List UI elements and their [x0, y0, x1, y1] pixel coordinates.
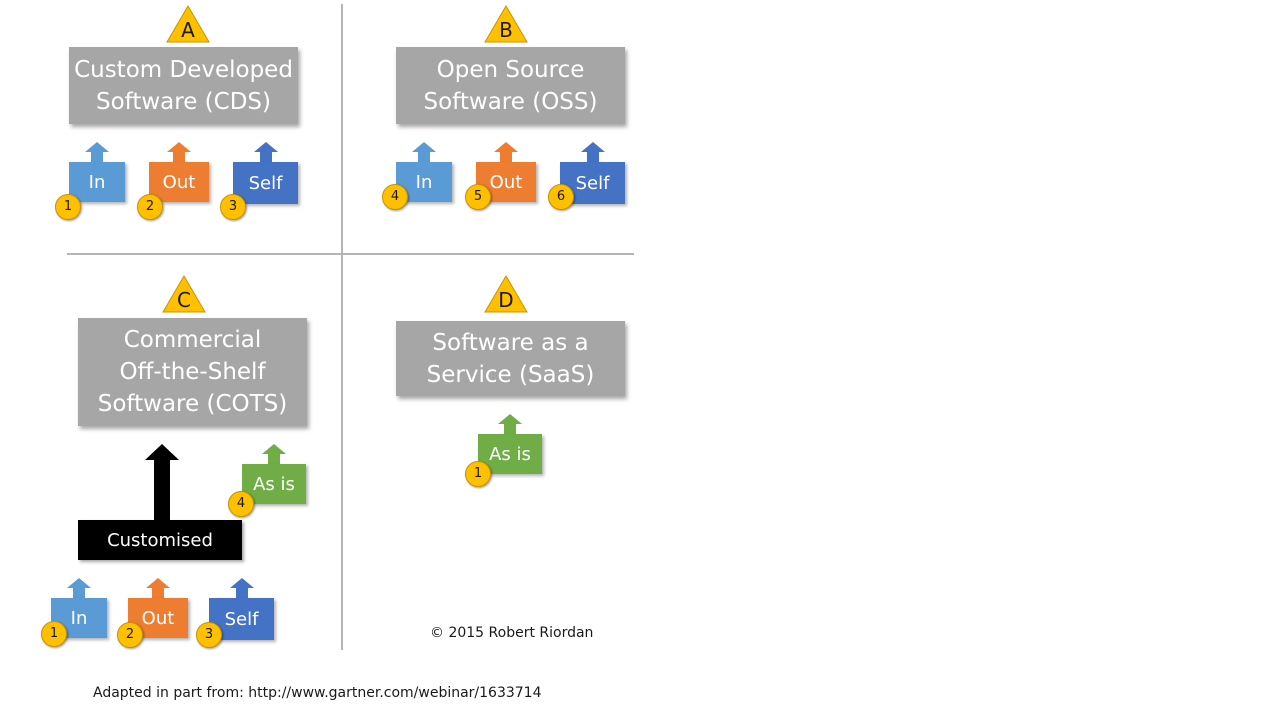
warning-triangle-c-icon: C — [162, 275, 206, 313]
cds-title-line2: Software (CDS) — [95, 88, 271, 115]
oss-badge-4: 4 — [382, 184, 408, 210]
oss-title-line2: Software (OSS) — [423, 88, 598, 115]
cds-out-label: Out — [149, 162, 209, 202]
oss-badge-6: 6 — [548, 184, 574, 210]
cots-badge-1: 1 — [41, 621, 67, 647]
warning-triangle-a-icon: A — [166, 5, 210, 43]
quadrant-b-letter: B — [499, 18, 513, 42]
cots-as-is-button[interactable]: As is — [242, 444, 306, 504]
oss-badge-5: 5 — [465, 184, 491, 210]
customise-up-arrow-icon — [144, 444, 180, 520]
cds-title-line1: Custom Developed — [74, 56, 293, 83]
cds-badge-3: 3 — [220, 194, 246, 220]
quadrant-c-letter: C — [177, 288, 191, 312]
cds-badge-1: 1 — [55, 194, 81, 220]
cots-title-line2: Off-the-Shelf — [119, 359, 266, 385]
cots-title-line1: Commercial — [123, 327, 262, 353]
oss-title-line1: Open Source — [436, 56, 585, 83]
customised-bar: Customised — [78, 520, 242, 560]
cds-self-button[interactable]: Self — [233, 142, 298, 204]
quadrant-a-letter: A — [181, 18, 195, 42]
cots-badge-3: 3 — [196, 622, 222, 648]
cds-badge-2: 2 — [137, 194, 163, 220]
source-note: Adapted in part from: http://www.gartner… — [93, 685, 542, 701]
quadrant-d-letter: D — [498, 288, 514, 312]
cots-badge-4: 4 — [228, 491, 254, 517]
warning-triangle-d-icon: D — [484, 275, 528, 313]
category-box-oss: Open Source Software (OSS) — [396, 47, 625, 124]
cds-in-button[interactable]: In — [69, 142, 125, 202]
saas-title-line2: Service (SaaS) — [426, 361, 595, 388]
cds-out-button[interactable]: Out — [149, 142, 209, 202]
category-box-saas: Software as a Service (SaaS) — [396, 321, 625, 396]
category-box-cots: Commercial Off-the-Shelf Software (COTS) — [78, 318, 307, 426]
saas-title-line1: Software as a — [432, 329, 589, 356]
category-box-cds: Custom Developed Software (CDS) — [69, 47, 298, 124]
cots-as-is-label: As is — [242, 464, 306, 504]
warning-triangle-b-icon: B — [484, 5, 528, 43]
cds-self-label: Self — [233, 162, 298, 204]
saas-badge-1: 1 — [465, 461, 491, 487]
horizontal-divider — [67, 253, 634, 255]
copyright-text: © 2015 Robert Riordan — [430, 625, 594, 641]
vertical-divider — [341, 4, 343, 650]
cots-title-line3: Software (COTS) — [97, 391, 288, 417]
cds-in-label: In — [69, 162, 125, 202]
cots-badge-2: 2 — [117, 622, 143, 648]
